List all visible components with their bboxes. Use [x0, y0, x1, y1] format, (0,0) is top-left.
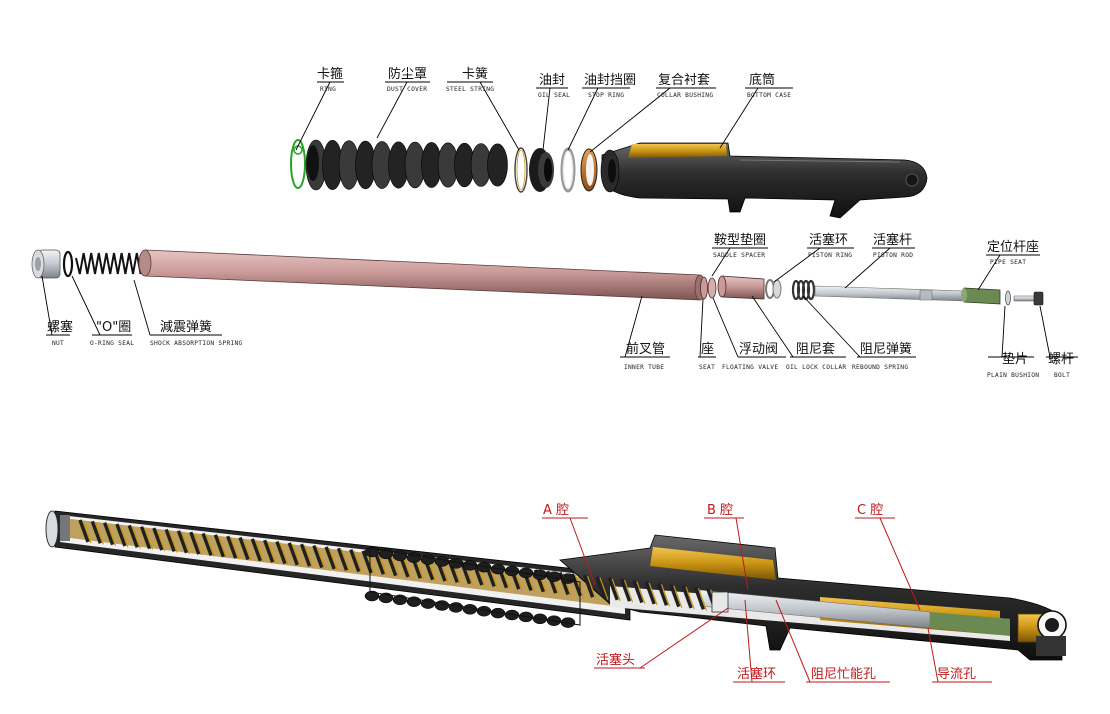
label-bottom-case-en: BOTTOM CASE: [747, 92, 791, 99]
label-saddle-spacer-en: SADDLE SPACER: [713, 252, 765, 259]
label-flow-hole: 导流孔: [937, 667, 976, 682]
label-piston-rod-zh: 活塞杆: [873, 232, 912, 248]
o-ring-seal-part: [62, 250, 74, 278]
seat-part: [700, 276, 708, 300]
collar-bushing-part: [580, 148, 598, 192]
label-ring-en: RING: [320, 86, 336, 93]
label-damping-hole: 阻尼忙能孔: [811, 667, 876, 682]
label-stop-ring-en: STOP RING: [588, 92, 624, 99]
leader-lines: [41, 81, 1078, 358]
label-oil-lock-collar-en: OIL LOCK COLLAR: [786, 364, 846, 371]
label-pipe-seat-zh: 定位杆座: [987, 240, 1039, 255]
label-o-ring-seal-en: O-RING SEAL: [90, 340, 134, 347]
label-piston-rod-en: PISTON ROD: [873, 252, 913, 259]
section-leader-lines: [542, 517, 992, 683]
oil-lock-collar-part: [717, 275, 765, 300]
label-oil-seal-zh: 油封: [539, 73, 565, 88]
section-label-group: A 腔 B 腔 C 腔 活塞头 活塞环 阻尼忙能孔 导流孔: [543, 503, 976, 682]
ring-part: [290, 139, 306, 189]
label-plain-bushing-zh: 垫片: [1002, 351, 1028, 367]
piston-ring-part: [765, 279, 782, 299]
cutaway-bellows: [364, 546, 581, 628]
piston-rod-part: [814, 285, 966, 302]
label-inner-tube-en: INNER TUBE: [624, 364, 664, 371]
label-plain-bushing-en: PLAIN BUSHION: [987, 372, 1039, 379]
label-seat-zh: 座: [701, 342, 714, 357]
label-saddle-spacer-zh: 鞍型垫圈: [714, 232, 766, 248]
label-seat-en: SEAT: [699, 364, 715, 371]
piston-head-part: [711, 591, 729, 613]
label-oil-seal-en: OIL SEAL: [538, 92, 570, 99]
stop-ring-part: [560, 147, 576, 193]
bolt-part: [1013, 291, 1044, 306]
plain-bushing-part: [1005, 290, 1011, 306]
floating-valve-part: [707, 277, 717, 299]
label-piston-ring-zh: 活塞环: [809, 232, 848, 248]
label-dust-cover-zh: 防尘罩: [388, 66, 427, 82]
oil-seal-part: [529, 148, 554, 192]
label-chamber-b: B 腔: [707, 503, 733, 518]
label-chamber-c: C 腔: [857, 503, 883, 518]
label-chamber-a: A 腔: [543, 503, 569, 518]
label-piston-head: 活塞头: [596, 652, 635, 668]
label-steel-string-zh: 卡簧: [462, 66, 488, 82]
label-collar-bushing-en: COLLAR BUSHING: [657, 92, 713, 99]
label-shock-spring-zh: 減震弹簧: [160, 319, 212, 335]
label-bottom-case-zh: 底筒: [749, 72, 775, 88]
bottom-case-part: [600, 142, 928, 219]
label-stop-ring-zh: 油封挡圈: [584, 73, 636, 88]
pipe-seat-part: [961, 287, 1001, 305]
label-bolt-en: BOLT: [1054, 372, 1070, 379]
nut-part: [31, 249, 61, 279]
steel-string-part: [514, 147, 528, 193]
label-steel-string-en: STEEL STRING: [446, 86, 494, 93]
exploded-label-group: 卡箍 RING 防尘罩 DUST COVER 卡簧 STEEL STRING 油…: [47, 66, 1074, 379]
label-ring-zh: 卡箍: [317, 66, 343, 82]
label-floating-valve-en: FLOATING VALVE: [722, 364, 778, 371]
label-pipe-seat-en: PIPE SEAT: [990, 259, 1026, 266]
rebound-spring-part: [791, 279, 816, 301]
label-nut-zh: 螺塞: [47, 319, 73, 335]
label-rebound-spring-zh: 阻尼弹簧: [860, 341, 912, 357]
label-o-ring-seal-zh: "O"圈: [96, 320, 131, 335]
label-oil-lock-collar-zh: 阻尼套: [796, 341, 835, 357]
dust-cover-part: [305, 139, 508, 191]
label-bolt-zh: 螺杆: [1048, 352, 1074, 367]
label-piston-ring-en: PISTON RING: [808, 252, 852, 259]
label-collar-bushing-zh: 复合衬套: [658, 72, 710, 88]
label-piston-ring-2: 活塞环: [737, 666, 776, 682]
label-shock-spring-en: SHOCK ABSORPTION SPRING: [150, 340, 243, 347]
inner-tube-part: [138, 249, 706, 301]
label-nut-en: NUT: [52, 340, 64, 347]
label-dust-cover-en: DUST COVER: [387, 86, 427, 93]
label-floating-valve-zh: 浮动阀: [739, 342, 778, 357]
label-rebound-spring-en: REBOUND SPRING: [852, 364, 908, 371]
label-inner-tube-zh: 前叉管: [626, 341, 665, 357]
shock-spring-part: [75, 252, 146, 275]
